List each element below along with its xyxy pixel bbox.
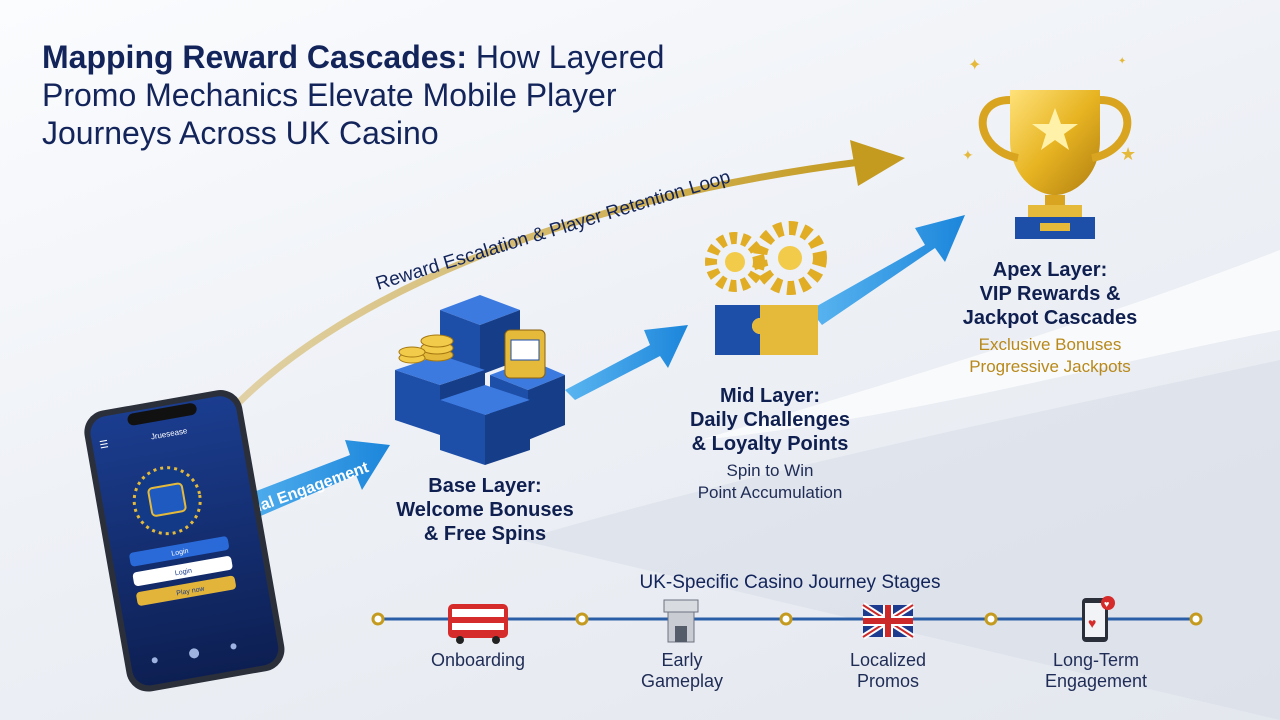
sparkle-icon: ✦ (968, 57, 981, 74)
stage-label-line: Engagement (1044, 671, 1148, 691)
mid-to-apex-arrow (810, 215, 965, 325)
apex-layer-title-2: VIP Rewards & (979, 283, 1121, 305)
phone-play-button (136, 575, 236, 606)
apex-layer-title: Apex Layer: (992, 259, 1108, 281)
mid-layer-title: Mid Layer: (719, 385, 821, 407)
page-title: Mapping Reward Cascades: How Layered Pro… (42, 38, 742, 152)
home-icon (189, 648, 200, 659)
menu-icon: ☰ (99, 439, 110, 451)
stage-label-line: Gameplay (640, 671, 724, 691)
apex-layer-sub-2: Progressive Jackpots (969, 357, 1131, 376)
stage-label-line: Promos (856, 671, 919, 691)
timeline-dot (779, 612, 793, 626)
red-bus-icon (448, 604, 508, 644)
mid-layer-sub-2: Point Accumulation (697, 483, 843, 502)
mid-layer-title-3: & Loyalty Points (691, 433, 849, 455)
base-layer-title: Base Layer: (428, 475, 542, 497)
mid-layer-sub-1: Spin to Win (726, 461, 814, 480)
phone-signup-button (132, 556, 233, 587)
notification-icon (1101, 596, 1115, 610)
timeline-dot (1189, 612, 1203, 626)
stage-label-early-gameplay: Early Gameplay (602, 650, 762, 692)
apex-layer-text: Apex Layer: VIP Rewards & Jackpot Cascad… (940, 258, 1160, 378)
puzzle-piece-icon (715, 305, 760, 355)
timeline-dot (984, 612, 998, 626)
stage-label-line: Long-Term (1052, 650, 1140, 670)
svg-text:✦: ✦ (1118, 56, 1126, 67)
cubes-coins-slot-icon (395, 295, 565, 465)
stage-label-localized-promos: Localized Promos (808, 650, 968, 692)
timeline: ♥ ♥ (371, 596, 1203, 644)
svg-text:♥: ♥ (1088, 615, 1096, 631)
phone-login-label: Login (171, 548, 189, 558)
base-to-mid-arrow (565, 325, 688, 400)
stage-label-line: Onboarding (430, 650, 526, 670)
reward-loop-label: Reward Escalation & Player Retention Loo… (373, 167, 733, 295)
nav-right-icon (230, 643, 237, 650)
svg-text:♥: ♥ (1104, 599, 1109, 609)
phone-heart-icon: ♥ ♥ (1082, 596, 1115, 642)
trophy-icon: ✦ ★ ✦ ✦ (962, 56, 1136, 239)
base-layer-text: Base Layer: Welcome Bonuses & Free Spins (380, 474, 590, 546)
timeline-dot (575, 612, 589, 626)
timeline-title: UK-Specific Casino Journey Stages (639, 572, 941, 593)
apex-layer-title-3: Jackpot Cascades (962, 307, 1138, 329)
svg-text:✦: ✦ (962, 147, 974, 163)
gears-puzzle-icon (705, 221, 827, 355)
svg-text:★: ★ (1120, 144, 1136, 164)
phone-play-label: Play now (176, 585, 206, 597)
mid-layer-title-2: Daily Challenges (689, 409, 851, 431)
timeline-dot (371, 612, 385, 626)
title-rest: How Layered Promo Mechanics Elevate Mobi… (42, 39, 665, 151)
stage-label-line: Localized (849, 650, 927, 670)
phone-illustration: Jruesease ☰ Login Login Play now (84, 390, 285, 692)
stage-label-long-term-engagement: Long-Term Engagement (1016, 650, 1176, 692)
apex-layer-sub-1: Exclusive Bonuses (978, 335, 1122, 354)
mid-layer-text: Mid Layer: Daily Challenges & Loyalty Po… (670, 384, 870, 504)
stage-label-onboarding: Onboarding (398, 650, 558, 671)
base-layer-title-2: Welcome Bonuses (396, 499, 574, 521)
title-bold: Mapping Reward Cascades: (42, 39, 467, 75)
trophy-star-icon (1032, 108, 1078, 150)
nav-left-icon (151, 657, 158, 664)
phone-login-button (129, 536, 229, 567)
stage-label-line: Early (661, 650, 703, 670)
base-layer-title-3: & Free Spins (423, 523, 547, 545)
uk-flag-icon (861, 602, 915, 640)
castle-tower-icon (663, 599, 699, 643)
phone-signup-label: Login (174, 567, 192, 577)
